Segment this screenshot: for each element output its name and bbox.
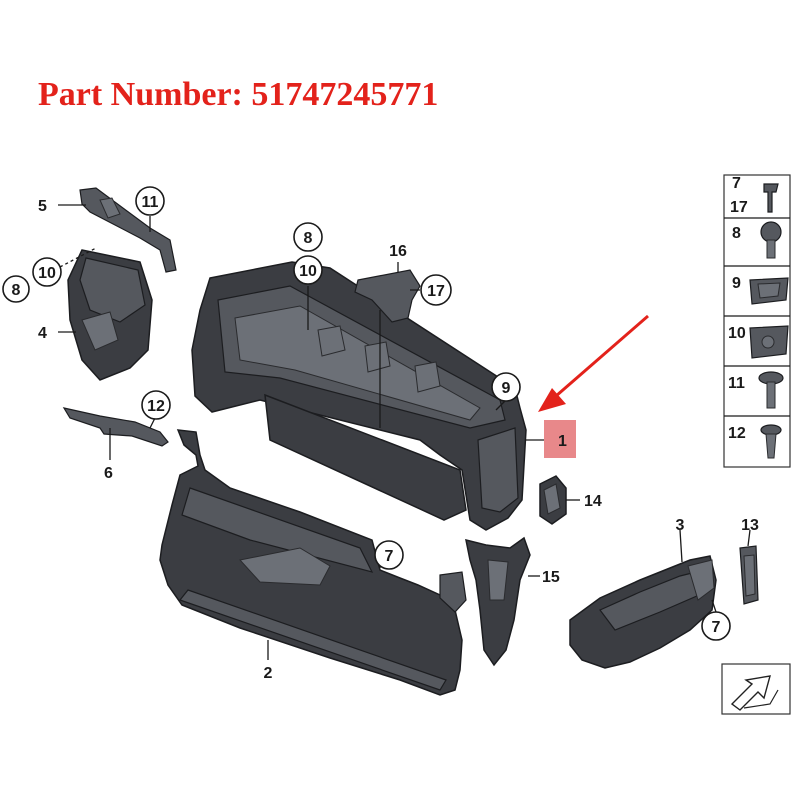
legend-num-17: 17 bbox=[730, 199, 748, 216]
callout-17: 17 bbox=[427, 283, 445, 300]
legend-num-9: 9 bbox=[732, 275, 741, 292]
clip-7-icon bbox=[763, 183, 779, 213]
legend-num-12: 12 bbox=[728, 425, 746, 442]
callout-12: 12 bbox=[147, 398, 165, 415]
highlight-box bbox=[544, 420, 576, 458]
part-2-lower-duct[interactable] bbox=[159, 429, 467, 696]
callout-3: 3 bbox=[676, 517, 685, 534]
callout-4: 4 bbox=[38, 325, 47, 342]
callout-1: 1 bbox=[558, 433, 567, 450]
rivet-12-icon bbox=[760, 424, 782, 459]
callout-8-left: 8 bbox=[12, 282, 21, 299]
part-4-left-guide[interactable] bbox=[67, 249, 153, 381]
nut-8-icon bbox=[760, 221, 782, 259]
part-14-cap[interactable] bbox=[539, 475, 567, 525]
fastener-legend: 7 17 8 9 10 11 12 bbox=[723, 174, 791, 468]
callout-10-left: 10 bbox=[38, 265, 56, 282]
screw-11-icon bbox=[758, 371, 784, 409]
callout-15: 15 bbox=[542, 569, 560, 586]
part-16-bracket[interactable] bbox=[354, 269, 421, 428]
callouts: 5 11 10 8 4 12 6 8 10 16 17 9 1 14 7 15 … bbox=[2, 186, 759, 682]
callout-9: 9 bbox=[502, 380, 511, 397]
callout-13: 13 bbox=[741, 517, 759, 534]
part-number-title: Part Number: 51747245771 bbox=[38, 76, 439, 113]
part-6-bracket[interactable] bbox=[62, 407, 169, 447]
part-3-air-duct[interactable] bbox=[569, 555, 717, 669]
legend-num-7: 7 bbox=[732, 175, 741, 192]
callout-8-top: 8 bbox=[304, 230, 313, 247]
leader-lines bbox=[58, 204, 751, 660]
callout-6: 6 bbox=[104, 465, 113, 482]
callout-10-top: 10 bbox=[299, 263, 317, 280]
callout-7-center: 7 bbox=[385, 548, 394, 565]
callout-16: 16 bbox=[389, 243, 407, 260]
legend-num-11: 11 bbox=[728, 375, 745, 392]
callout-11: 11 bbox=[142, 194, 159, 211]
page-corner-arrow-icon bbox=[721, 663, 791, 715]
callout-14: 14 bbox=[584, 493, 602, 510]
legend-num-10: 10 bbox=[728, 325, 746, 342]
part-5-bracket[interactable] bbox=[79, 187, 177, 273]
part-1-frame[interactable] bbox=[191, 261, 527, 531]
legend-num-8: 8 bbox=[732, 225, 741, 242]
red-arrow-icon bbox=[538, 314, 649, 412]
callout-7-right: 7 bbox=[712, 619, 721, 636]
clip-10-icon bbox=[749, 325, 789, 359]
part-13-insert[interactable] bbox=[739, 545, 759, 605]
callout-2: 2 bbox=[264, 665, 273, 682]
callout-5: 5 bbox=[38, 198, 47, 215]
part-15-support[interactable] bbox=[465, 536, 531, 667]
clip-9-icon bbox=[749, 277, 789, 305]
